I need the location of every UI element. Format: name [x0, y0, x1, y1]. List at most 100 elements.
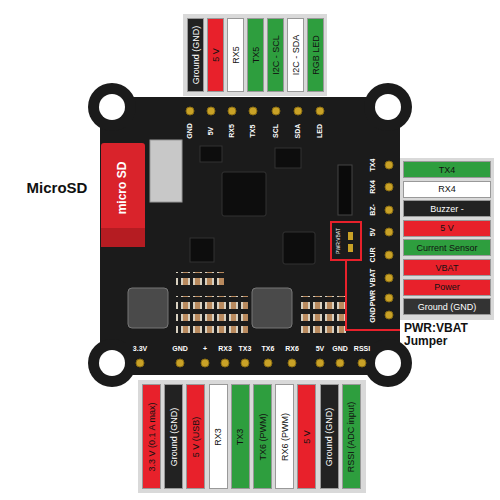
pin-function-text: 5 V (USB)	[191, 416, 200, 457]
solder-pad	[358, 359, 366, 367]
solder-pad	[336, 359, 344, 367]
pin-label-strip: Current Sensor	[403, 239, 491, 256]
solder-pads	[136, 107, 393, 367]
solder-pad	[186, 107, 194, 115]
pin-silkscreen-label: 5V	[316, 345, 325, 353]
right-label-panel	[400, 158, 494, 320]
capacitor-row	[176, 272, 224, 286]
solder-pad	[385, 294, 393, 302]
usb-connector	[150, 140, 182, 202]
solder-pad	[316, 107, 324, 115]
pin-silkscreen-label: TX6	[262, 345, 275, 353]
solder-pad	[385, 161, 393, 169]
solder-pad	[385, 251, 393, 259]
callout-label: PWR:VBAT Jumper	[404, 322, 496, 348]
pin-function-text: RX6 (PWM)	[280, 413, 289, 461]
pin-label-strip: 5 V (USB)	[186, 384, 205, 489]
pin-label-strip: TX5	[247, 18, 264, 92]
solder-pad	[207, 107, 215, 115]
pin-silkscreen-label: 5V	[207, 127, 215, 136]
pin-label-strip: Ground (GND)	[403, 298, 491, 315]
part-name: MicroSD	[27, 180, 88, 197]
ic-chip	[275, 148, 301, 168]
pin-label-strip: Ground (GND)	[164, 384, 183, 489]
pin-function-text: Ground (GND)	[191, 26, 200, 85]
solder-pad	[385, 206, 393, 214]
pin-function-text: RX3	[214, 428, 223, 446]
pin-function-text: TX6 (PWM)	[258, 413, 267, 460]
pin-function-text: TX3	[236, 428, 245, 445]
solder-pad	[136, 359, 144, 367]
solder-pad	[249, 107, 257, 115]
pin-function-text: Ground (GND)	[169, 407, 178, 466]
capacitor-row	[298, 296, 346, 336]
pin-silkscreen-label: GND	[186, 123, 194, 139]
pin-silkscreen-label: RSSI	[354, 345, 370, 353]
pin-function-text: I2C - SCL	[271, 35, 280, 75]
solder-pad	[385, 311, 393, 319]
pin-label-strip: RX3	[209, 384, 228, 489]
pin-label-strip: RX4	[403, 181, 491, 198]
pin-label-strip: RGB LED	[307, 18, 324, 92]
pin-silkscreen-label: PWR	[369, 290, 377, 306]
pin-silkscreen-label: CUR	[369, 247, 377, 262]
pin-function-text: Current Sensor	[416, 243, 477, 252]
silkscreen-label: PWR:VBAT	[336, 228, 342, 254]
pin-silkscreen-label: RX5	[228, 124, 236, 138]
pin-label-strip: Ground (GND)	[187, 18, 204, 92]
pin-label-strip: 3.3 V (0.1 A max)	[142, 384, 161, 489]
solder-pad	[385, 228, 393, 236]
pin-label-strip: RSSI (ADC input)	[342, 384, 361, 489]
pin-silkscreen-label: TX3	[239, 345, 252, 353]
ic-chip	[200, 146, 222, 162]
osd-chip	[283, 232, 315, 264]
jumper-leader-line	[346, 261, 400, 330]
connector	[338, 165, 352, 215]
pin-function-text: RX4	[438, 185, 456, 194]
solder-pad	[385, 274, 393, 282]
solder-pad	[228, 107, 236, 115]
pin-silkscreen-label: 5V	[369, 228, 377, 237]
mcu-chip	[222, 172, 266, 216]
pin-silkscreen-label: SCL	[272, 124, 280, 138]
pin-label-strip: RX5	[227, 18, 244, 92]
pin-function-text: 3.3 V (0.1 A max)	[147, 402, 156, 471]
inductor	[128, 288, 168, 328]
pin-function-text: Ground (GND)	[418, 302, 477, 311]
solder-pad	[221, 359, 229, 367]
pin-label-strip: I2C - SDA	[287, 18, 304, 92]
solder-pad	[201, 359, 209, 367]
pin-silkscreen-label: VBAT	[369, 269, 377, 288]
pin-label-strip: Buzzer -	[403, 200, 491, 217]
capacitor-row	[176, 296, 248, 336]
ic-chip	[190, 238, 214, 262]
pin-silkscreen-label: RX6	[285, 345, 299, 353]
pin-function-text: Buzzer -	[430, 204, 464, 213]
flight-controller-board	[88, 83, 412, 387]
pin-silkscreen-label: BZ-	[369, 204, 377, 216]
pin-function-text: I2C - SDA	[291, 35, 300, 76]
pin-silkscreen-label: TX5	[249, 125, 257, 138]
pin-function-text: 5 V	[440, 224, 454, 233]
microsd-card	[101, 143, 145, 247]
pin-function-text: RSSI (ADC input)	[347, 401, 356, 472]
pin-silkscreen-label: RX3	[218, 345, 232, 353]
pin-label-strip: 5 V	[297, 384, 316, 489]
pin-function-text: 5 V	[211, 48, 220, 62]
pin-label-strip: VBAT	[403, 259, 491, 276]
bottom-label-panel	[138, 380, 366, 493]
pin-label-strip: 5 V	[403, 220, 491, 237]
solder-pad	[264, 359, 272, 367]
card-marking: micro SD	[116, 162, 129, 215]
solder-pad	[241, 359, 249, 367]
pin-silkscreen-label: 3.3V	[133, 345, 147, 353]
top-label-panel	[183, 14, 327, 96]
jumper-highlight	[331, 222, 361, 260]
pin-function-text: Power	[434, 283, 460, 292]
pin-silkscreen-label: SDA	[294, 124, 302, 139]
pin-function-text: 5 V	[302, 430, 311, 444]
pin-function-text: TX4	[439, 165, 456, 174]
pin-function-text: VBAT	[436, 263, 459, 272]
solder-pad	[316, 359, 324, 367]
